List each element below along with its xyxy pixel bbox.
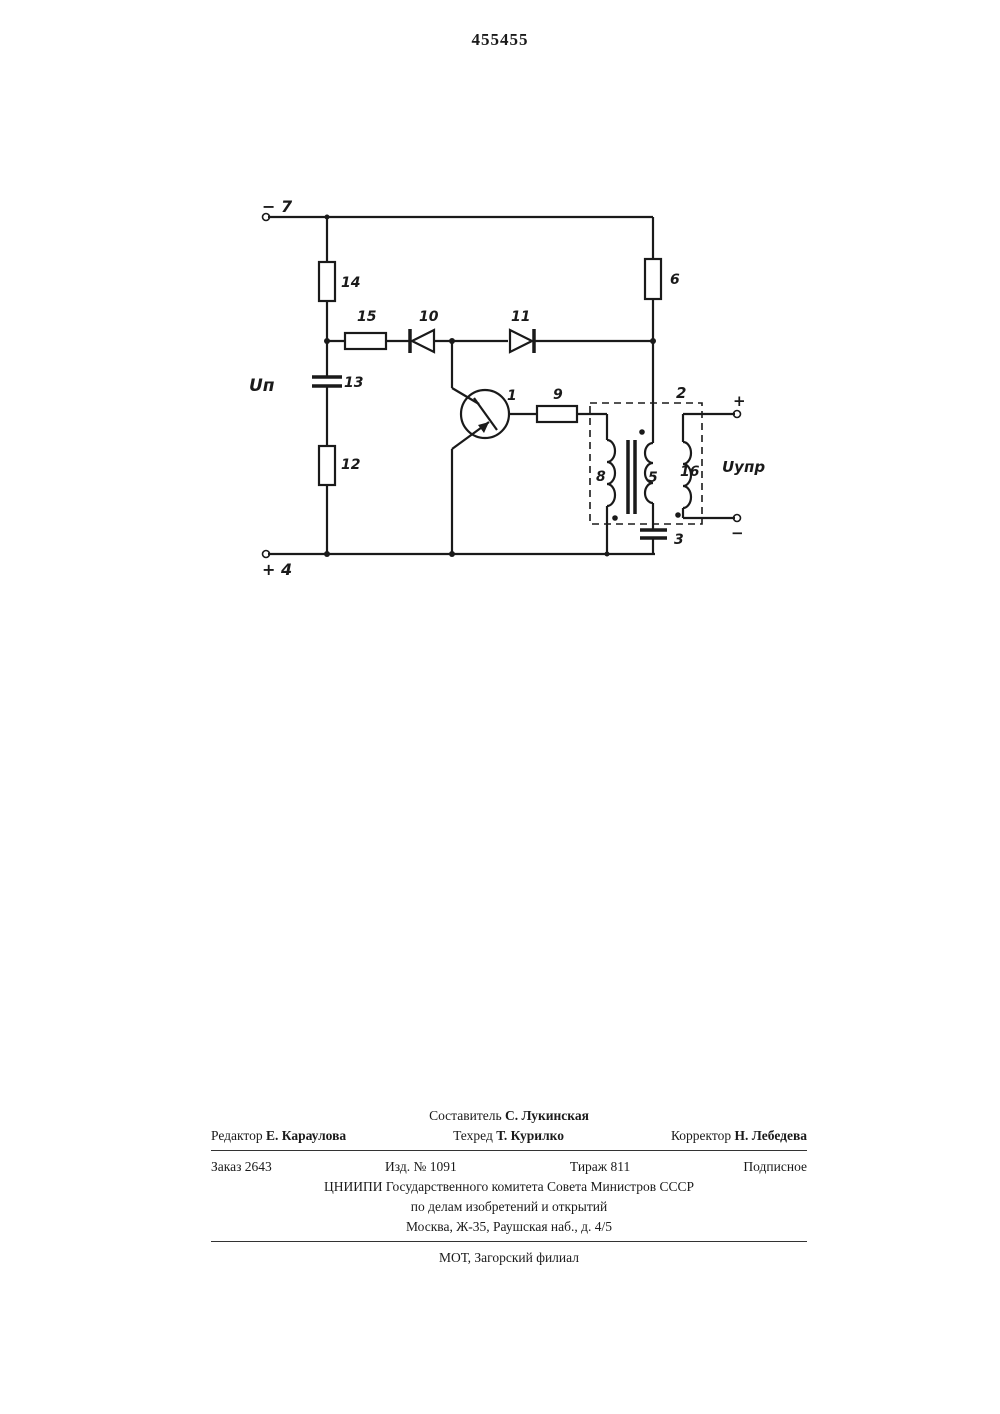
- staff-line: Редактор Е. Караулова Техред Т. Курилко …: [211, 1126, 807, 1146]
- diode-10: [412, 330, 434, 352]
- address: Москва, Ж-35, Раушская наб., д. 4/5: [211, 1217, 807, 1237]
- resistor-15: [345, 333, 386, 349]
- order-line: Заказ 2643 Изд. № 1091 Тираж 811 Подписн…: [211, 1157, 807, 1177]
- corrector: Корректор Н. Лебедева: [671, 1126, 807, 1146]
- compiler-line: Составитель С. Лукинская: [211, 1106, 807, 1126]
- org-line-1: ЦНИИПИ Государственного комитета Совета …: [211, 1177, 807, 1197]
- label-6: 6: [670, 272, 680, 288]
- resistor-6: [645, 259, 661, 299]
- circulation: Тираж 811: [570, 1157, 630, 1177]
- diode-11: [510, 330, 532, 352]
- order: Заказ 2643: [211, 1157, 272, 1177]
- label-10: 10: [419, 309, 439, 325]
- label-plus-4: + 4: [262, 560, 292, 579]
- label-u-upr: Uупр: [722, 458, 765, 476]
- editor: Редактор Е. Караулова: [211, 1126, 346, 1146]
- techred-label: Техред: [453, 1128, 493, 1143]
- subscription: Подписное: [743, 1157, 807, 1177]
- label-minus-7: − 7: [262, 197, 293, 216]
- compiler-label: Составитель: [429, 1108, 502, 1123]
- rule-top: [211, 1150, 807, 1151]
- label-u-p: Uп: [249, 376, 275, 396]
- winding-8: [607, 440, 615, 506]
- label-3: 3: [674, 532, 684, 548]
- resistor-14: [319, 262, 335, 301]
- label-2: 2: [676, 384, 686, 402]
- compiler-name: С. Лукинская: [505, 1108, 589, 1123]
- circuit-schematic: − 7 + 4 14 6 15 10 11 Uп 13 1 9 2 12 8 5…: [0, 0, 1000, 650]
- corrector-label: Корректор: [671, 1128, 731, 1143]
- rule-bottom: [211, 1241, 807, 1242]
- label-13: 13: [344, 375, 363, 391]
- colophon: Составитель С. Лукинская Редактор Е. Кар…: [211, 1106, 807, 1268]
- label-12: 12: [341, 457, 360, 473]
- label-1: 1: [507, 388, 517, 404]
- org-line-2: по делам изобретений и открытий: [211, 1197, 807, 1217]
- winding-16-dot: [675, 512, 681, 518]
- winding-8-dot: [612, 515, 618, 521]
- winding-5-dot: [639, 429, 645, 435]
- techred: Техред Т. Курилко: [453, 1126, 564, 1146]
- printer: МОТ, Загорский филиал: [211, 1248, 807, 1268]
- label-11: 11: [511, 309, 530, 325]
- resistor-9: [537, 406, 577, 422]
- label-16: 16: [680, 464, 700, 480]
- label-15: 15: [357, 309, 377, 325]
- label-14: 14: [341, 275, 360, 291]
- label-plus: +: [733, 392, 746, 410]
- label-5: 5: [648, 470, 658, 486]
- label-minus: −: [731, 524, 744, 542]
- editor-name: Е. Караулова: [266, 1128, 346, 1143]
- label-8: 8: [596, 469, 606, 485]
- edition: Изд. № 1091: [385, 1157, 457, 1177]
- resistor-12: [319, 446, 335, 485]
- corrector-name: Н. Лебедева: [735, 1128, 807, 1143]
- label-9: 9: [553, 387, 563, 403]
- techred-name: Т. Курилко: [496, 1128, 564, 1143]
- editor-label: Редактор: [211, 1128, 263, 1143]
